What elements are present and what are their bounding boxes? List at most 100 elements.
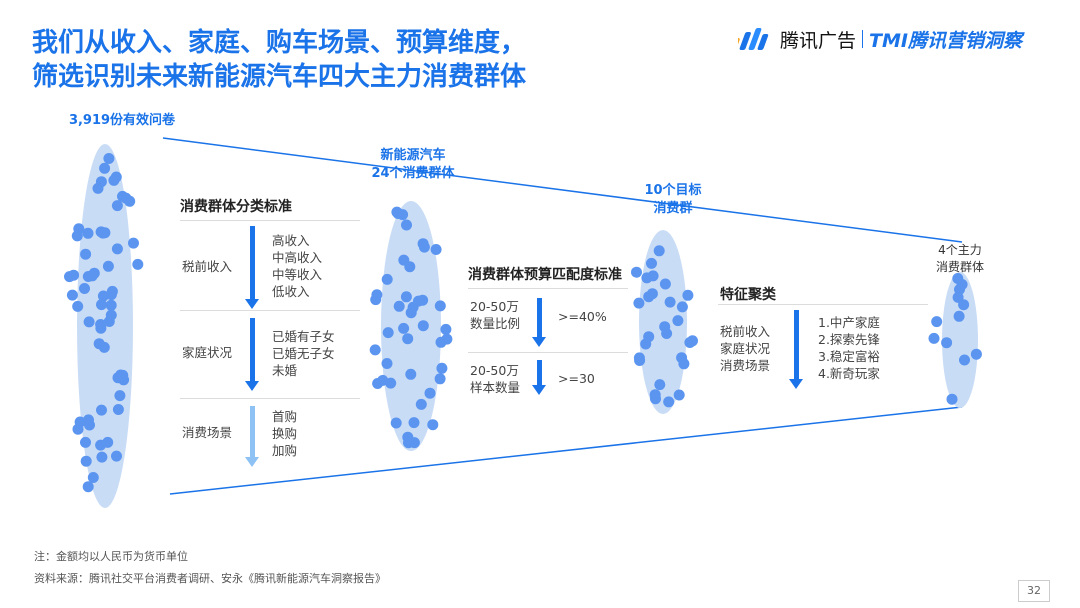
budget-divider-1 <box>468 352 628 353</box>
budget-value-ratio: >=40% <box>558 309 607 324</box>
population-dot <box>931 316 943 328</box>
population-dot <box>112 404 124 415</box>
stage-4-line-1: 4个主力 <box>938 243 982 257</box>
population-dot <box>659 321 671 333</box>
population-dot <box>80 248 92 260</box>
stage-3-label: 10个目标 消费群 <box>628 182 718 218</box>
population-dot <box>401 219 412 231</box>
footnote: 注：金额均以人民币为货币单位 <box>34 550 188 563</box>
criteria-title: 消费群体分类标准 <box>180 199 292 215</box>
population-dot <box>633 297 645 309</box>
population-dot <box>676 301 688 313</box>
funnel-top-line <box>162 137 963 243</box>
population-dot <box>120 192 132 204</box>
budget-label-ratio: 20-50万 数量比例 <box>470 298 520 332</box>
population-dot <box>633 352 645 364</box>
list-item: 未婚 <box>272 363 298 378</box>
population-dot <box>369 344 381 356</box>
features-labels: 税前收入 家庭状况 消费场景 <box>720 323 770 374</box>
stage-2-line-2: 24个消费群体 <box>371 166 455 181</box>
population-dot <box>102 260 114 272</box>
list-item: 中等收入 <box>272 267 323 282</box>
population-dot <box>82 227 94 239</box>
list-item: 3.稳定富裕 <box>818 349 880 364</box>
population-dot <box>941 337 953 349</box>
population-dot <box>646 288 658 300</box>
budget-label-sample: 20-50万 样本数量 <box>470 362 520 396</box>
title-line-2: 筛选识别未来新能源汽车四大主力消费群体 <box>32 62 527 92</box>
arrow-down-family <box>245 318 259 391</box>
list-item: 已婚有子女 <box>272 329 335 344</box>
population-dot <box>653 245 665 257</box>
population-dot <box>435 336 447 348</box>
budget-value-sample: >=30 <box>558 371 595 386</box>
tencent-ads-logo: 腾讯广告 TMI腾讯营销洞察 <box>738 24 1038 54</box>
arrow-down-features <box>789 310 803 389</box>
population-dot <box>413 295 424 307</box>
list-item: 已婚无子女 <box>272 346 335 361</box>
population-dot <box>97 227 109 239</box>
list-item: 低收入 <box>272 284 310 299</box>
criteria-divider-top <box>180 220 360 221</box>
budget-row-2-line-1: 20-50万 <box>470 363 519 378</box>
population-dot <box>928 332 940 344</box>
population-dot <box>436 362 448 374</box>
stage-3-line-2: 消费群 <box>653 201 693 216</box>
population-dot <box>417 320 429 332</box>
population-dot <box>102 436 114 448</box>
population-dot <box>105 299 117 311</box>
population-dot <box>92 182 104 194</box>
population-dot <box>114 390 126 402</box>
stage-3-line-1: 10个目标 <box>644 183 702 198</box>
population-dot <box>80 436 91 448</box>
population-dot <box>93 338 105 350</box>
population-dot <box>946 393 958 405</box>
population-dot <box>434 373 446 385</box>
arrow-down-scene <box>245 406 259 467</box>
population-dot <box>427 419 439 431</box>
list-item: 1.中产家庭 <box>818 315 880 330</box>
list-item: 加购 <box>272 443 298 458</box>
population-dot <box>398 322 410 334</box>
population-dot <box>390 417 402 429</box>
population-dot <box>663 396 675 408</box>
arrow-down-sample <box>532 360 546 395</box>
criteria-items-income: 高收入 中高收入 中等收入 低收入 <box>272 232 322 300</box>
funnel-bottom-line <box>169 406 963 495</box>
population-dot <box>649 389 661 401</box>
population-dot <box>377 374 389 386</box>
budget-row-2-line-2: 样本数量 <box>470 380 521 395</box>
population-dot <box>108 174 120 186</box>
population-dot <box>97 290 109 302</box>
population-dot <box>408 417 420 429</box>
population-dot <box>434 300 446 312</box>
stage-4-label: 4个主力 消费群体 <box>920 242 1000 276</box>
population-dot <box>970 348 982 360</box>
population-dot <box>80 455 92 467</box>
population-dot <box>87 472 99 483</box>
population-dot <box>111 200 123 212</box>
population-dot <box>103 153 115 164</box>
criteria-label-family: 家庭状况 <box>182 345 233 360</box>
population-dot <box>111 243 123 255</box>
population-ellipse-4 <box>942 272 978 408</box>
arrow-down-income <box>245 226 259 309</box>
budget-title: 消费群体预算匹配度标准 <box>468 267 622 283</box>
population-dot <box>82 271 94 282</box>
population-dot <box>424 387 436 399</box>
stage-2-label: 新能源汽车 24个消费群体 <box>358 147 468 183</box>
population-dot <box>953 310 965 322</box>
logo-sub-text: TMI腾讯营销洞察 <box>869 29 1022 52</box>
criteria-label-scene: 消费场景 <box>182 425 233 440</box>
population-dot <box>381 358 393 369</box>
population-dot <box>682 289 694 301</box>
population-dot <box>641 272 653 284</box>
population-dot <box>430 244 442 255</box>
stage-1-label: 3,919份有效问卷 <box>68 113 176 128</box>
criteria-label-income: 税前收入 <box>182 259 233 274</box>
population-dot <box>73 223 85 235</box>
population-dot <box>106 285 118 297</box>
list-item: 4.新奇玩家 <box>818 366 880 381</box>
population-dots <box>64 153 982 493</box>
